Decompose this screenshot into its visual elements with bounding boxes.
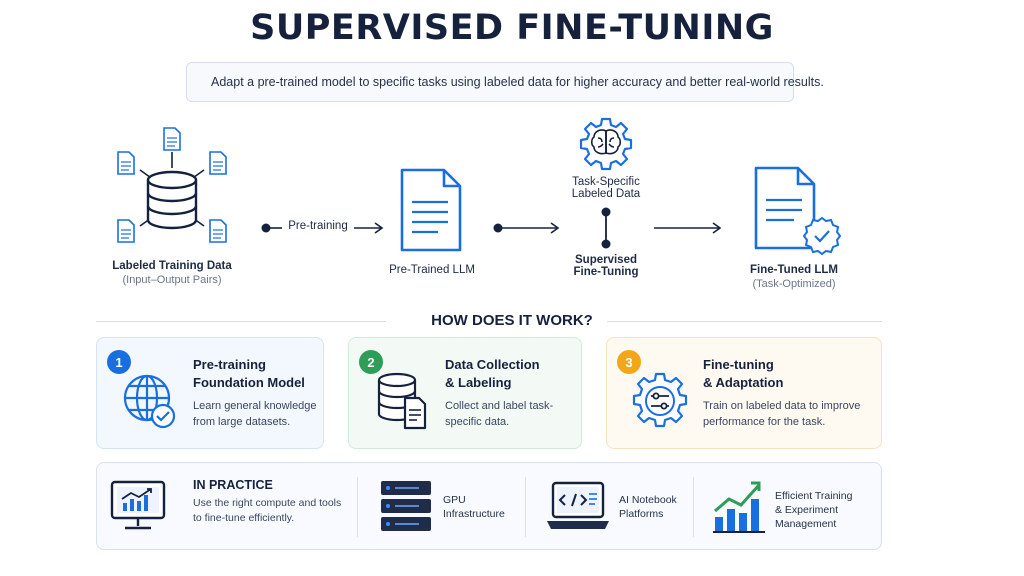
step-description: Learn general knowledge from large datas…: [193, 400, 317, 428]
in-practice-title: IN PRACTICE: [193, 478, 273, 492]
step-card-data-collection: 2 Data Collection & Labeling Collect and…: [348, 337, 582, 449]
subtitle-banner: Adapt a pre-trained model to specific ta…: [186, 62, 824, 102]
training-data-icon: [117, 127, 227, 243]
globe-check-icon: [123, 374, 176, 429]
verified-badge-icon: [802, 216, 842, 256]
server-rack-icon: [381, 481, 431, 531]
task-data-label: Task-Specific Labeled Data: [571, 176, 641, 200]
separator: [357, 477, 358, 537]
page-title: SUPERVISED FINE-TUNING: [250, 8, 774, 48]
brain-gear-icon: [579, 117, 633, 171]
step-number-2: 2: [359, 350, 383, 374]
pretrained-llm-document-icon: [400, 168, 462, 252]
step-number-3: 3: [617, 350, 641, 374]
pretraining-arrow-label: Pre-training: [288, 220, 348, 232]
subtitle-text: Adapt a pre-trained model to specific ta…: [211, 75, 824, 89]
step-card-finetuning: 3 Fine-tuning & Adaptation Train on labe…: [606, 337, 882, 449]
practice-item-gpu: GPU Infrastructure: [443, 494, 505, 520]
gear-sliders-icon: [632, 372, 688, 428]
training-data-label: Labeled Training Data (Input–Output Pair…: [112, 260, 232, 286]
monitor-chart-icon: [110, 480, 166, 530]
finetuned-llm-label: Fine-Tuned LLM (Task-Optimized): [750, 264, 838, 290]
arrow-to-sft: [493, 222, 560, 234]
in-practice-panel: IN PRACTICE Use the right compute and to…: [96, 462, 882, 550]
step-card-pretraining: 1 Pre-training Foundation Model Learn ge…: [96, 337, 324, 449]
finetuned-llm-document-icon: [754, 166, 842, 256]
growth-chart-icon: [713, 481, 765, 533]
step-title: Pre-training Foundation Model: [193, 357, 305, 390]
arrow-to-finetuned: [654, 222, 722, 234]
practice-item-notebook: AI Notebook Platforms: [619, 494, 677, 520]
pretrained-llm-label: Pre-Trained LLM: [389, 264, 475, 276]
sft-label: Supervised Fine-Tuning: [573, 254, 639, 278]
sft-connector: [601, 207, 611, 249]
database-document-icon: [377, 372, 427, 430]
divider-left: [96, 321, 386, 322]
step-number-1: 1: [107, 350, 131, 374]
divider-right: [596, 321, 882, 322]
step-title: Fine-tuning & Adaptation: [703, 357, 784, 390]
step-description: Collect and label task-specific data.: [445, 400, 554, 428]
step-title: Data Collection & Labeling: [445, 357, 540, 390]
laptop-code-icon: [547, 481, 609, 529]
in-practice-description: Use the right compute and tools to fine-…: [193, 497, 342, 524]
separator: [693, 477, 694, 537]
practice-item-training: Efficient Training & Experiment Manageme…: [775, 490, 853, 530]
separator: [525, 477, 526, 537]
step-description: Train on labeled data to improve perform…: [703, 400, 861, 428]
pretraining-arrow: [261, 222, 384, 234]
how-it-works-heading: HOW DOES IT WORK?: [0, 312, 1024, 329]
